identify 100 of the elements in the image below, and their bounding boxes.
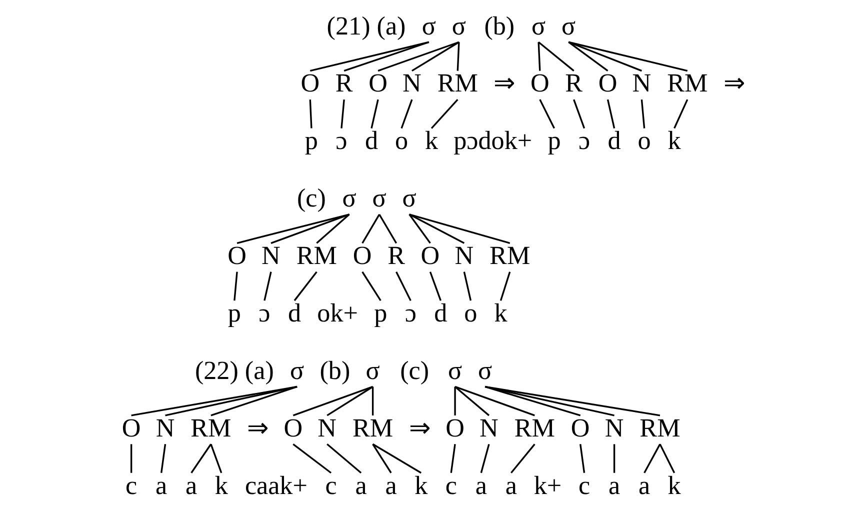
node-text: σ — [448, 356, 462, 385]
node-text: RM — [514, 413, 554, 442]
node-text: d — [607, 126, 620, 156]
node-text: O — [283, 413, 302, 442]
connector — [164, 386, 297, 416]
label: ⇒ — [408, 413, 430, 442]
connector — [370, 99, 378, 128]
node-text: a — [155, 470, 167, 500]
node-text: N — [479, 413, 498, 442]
node-text: k — [494, 298, 507, 328]
node-text: c — [125, 470, 137, 500]
node-text: k — [667, 126, 680, 156]
connector — [673, 99, 688, 129]
node-text: σ — [561, 11, 576, 40]
node-text: σ — [372, 184, 386, 213]
node-text: N — [155, 413, 174, 442]
node-text: O — [227, 241, 246, 270]
label: (b) — [484, 11, 514, 40]
connector — [340, 99, 344, 128]
connector — [454, 386, 490, 416]
connector — [210, 386, 297, 416]
label: (b) — [319, 356, 350, 385]
connector — [499, 272, 510, 301]
node-text: O — [530, 68, 549, 98]
connector — [411, 41, 459, 72]
node-text: σ — [402, 184, 416, 213]
label: (c) — [296, 184, 326, 213]
connector — [326, 444, 362, 474]
node-text: a — [384, 470, 396, 500]
node-text: RM — [639, 413, 680, 442]
connector — [454, 386, 456, 416]
connector — [293, 271, 317, 302]
node-text: d — [434, 298, 447, 328]
node-text: c — [324, 470, 336, 500]
connector — [270, 214, 350, 244]
connector — [572, 99, 585, 129]
connector — [568, 41, 688, 72]
connector — [484, 386, 580, 416]
connector — [428, 272, 441, 301]
connector — [568, 41, 642, 72]
node-text: a — [354, 470, 366, 500]
connector — [454, 386, 534, 416]
node-text: N — [317, 413, 336, 442]
node-text: d — [287, 298, 301, 328]
connector — [378, 214, 397, 244]
node-text: p — [227, 298, 240, 328]
connector — [343, 41, 429, 72]
connector — [612, 444, 615, 473]
node-text: a — [185, 470, 197, 500]
connector — [361, 214, 380, 244]
connector — [450, 444, 456, 473]
node-text: RM — [436, 68, 478, 98]
connector — [658, 444, 675, 474]
connector — [408, 214, 430, 244]
node-text: a — [474, 470, 486, 500]
connector — [309, 41, 429, 72]
node-text: o — [394, 126, 408, 156]
node-text: c — [578, 470, 590, 500]
connector — [462, 272, 472, 301]
node-text: σ — [531, 11, 546, 40]
node-text: RM — [190, 413, 231, 442]
connector — [130, 444, 132, 473]
connector — [361, 271, 381, 302]
node-text: σ — [478, 356, 492, 385]
node-text: N — [632, 68, 651, 98]
label: caak+ — [244, 470, 307, 500]
connector — [292, 443, 332, 474]
connector — [538, 99, 554, 129]
node-text: N — [261, 241, 280, 270]
node-text: k — [667, 470, 680, 500]
label: ⇒ — [493, 68, 516, 98]
connector — [130, 386, 297, 416]
connector — [263, 272, 272, 301]
node-text: RM — [489, 241, 530, 270]
connector — [510, 444, 535, 474]
node-text: c — [444, 470, 456, 500]
label: ⇒ — [722, 68, 745, 98]
connector — [579, 444, 585, 473]
connector — [308, 100, 312, 128]
connector — [190, 444, 212, 474]
node-text: a — [608, 470, 620, 500]
node-text: p — [304, 126, 318, 156]
node-text: σ — [290, 356, 304, 385]
connector — [236, 214, 350, 244]
connector — [292, 386, 373, 416]
node-text: σ — [451, 11, 466, 40]
connector — [456, 42, 460, 71]
node-text: p — [547, 126, 560, 156]
connector — [480, 444, 490, 474]
node-text: σ — [421, 11, 436, 40]
node-text: RM — [352, 413, 393, 442]
node-text: σ — [342, 184, 356, 213]
node-text: RM — [296, 241, 336, 270]
node-text: O — [352, 241, 372, 270]
node-text: p — [374, 298, 387, 328]
connector — [372, 444, 392, 474]
label: pɔdok+ — [453, 126, 532, 156]
node-text: O — [368, 68, 387, 98]
connector — [568, 41, 608, 72]
node-text: N — [604, 413, 624, 442]
